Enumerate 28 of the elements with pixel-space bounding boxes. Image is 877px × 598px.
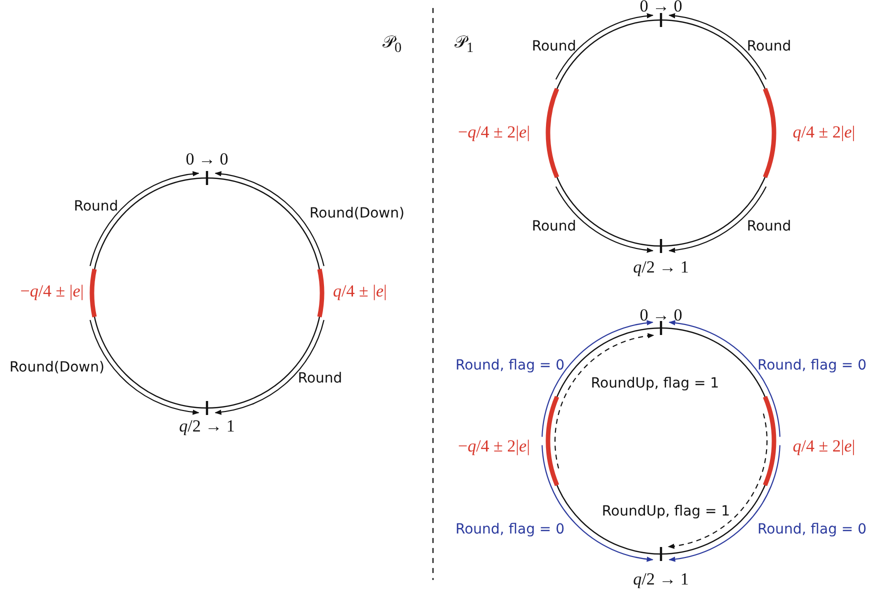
math-label: 0 → 0	[640, 306, 682, 326]
rounding-label: Round	[74, 199, 118, 215]
rounding-label: Round	[746, 39, 792, 55]
rounding-label: Round, flag = 0	[455, 358, 565, 374]
rounding-label: Round	[746, 219, 792, 235]
rounding-label: Round, flag = 0	[455, 522, 565, 538]
math-label: q/2 → 1	[633, 258, 689, 278]
rounding-label: RoundUp, flag = 1	[590, 376, 720, 392]
interval-label: q/4 ± 2|e|	[792, 438, 856, 456]
interval-label: q/4 ± 2|e|	[792, 124, 856, 142]
math-label: q/2 → 1	[179, 418, 235, 436]
math-label: 0 → 0	[186, 150, 228, 170]
rounding-label: Round(Down)	[310, 206, 404, 222]
rounding-label: Round	[532, 39, 576, 55]
rounding-label: Round(Down)	[10, 360, 104, 376]
math-label: q/2 → 1	[633, 570, 689, 590]
rounding-label: Round	[298, 371, 342, 387]
rounding-label: Round, flag = 0	[757, 522, 867, 538]
rounding-label: Round, flag = 0	[757, 358, 867, 374]
interval-label: −q/4 ± 2|e|	[458, 124, 530, 142]
panel-label: 𝒫$_{1}$	[454, 34, 474, 56]
rounding-label: RoundUp, flag = 1	[602, 504, 730, 520]
math-label: 0 → 0	[640, 0, 682, 16]
interval-label: q/4 ± |e|	[333, 282, 387, 302]
rounding-label: Round	[532, 219, 576, 235]
interval-label: −q/4 ± 2|e|	[458, 438, 530, 456]
panel-label: 𝒫$_{0}$	[382, 34, 402, 56]
interval-label: −q/4 ± |e|	[20, 282, 84, 302]
